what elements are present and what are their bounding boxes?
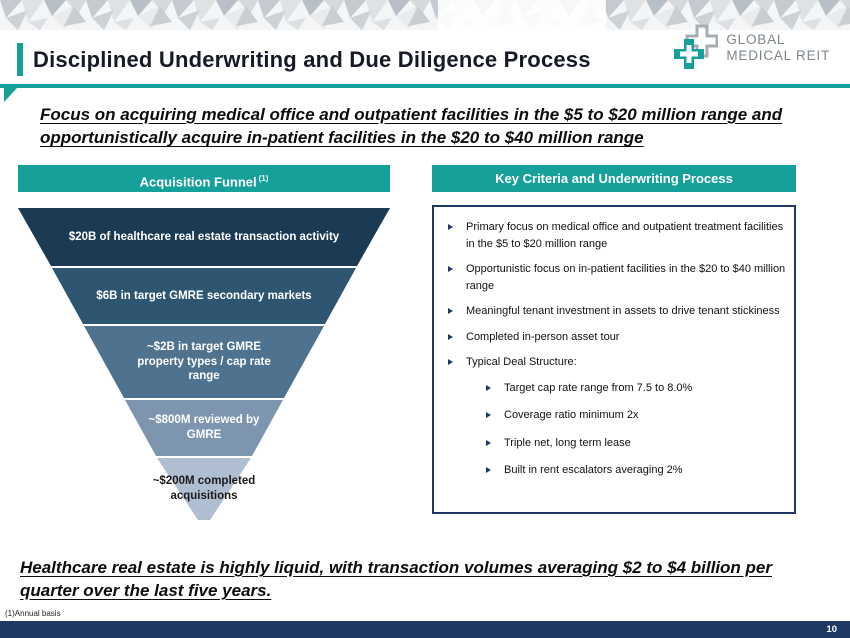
criteria-sub-bullet: Coverage ratio minimum 2x <box>474 407 786 424</box>
funnel-header: Acquisition Funnel(1) <box>18 165 390 192</box>
funnel-tier-3: ~$2B in target GMRE property types / cap… <box>18 326 390 398</box>
key-criteria-column: Key Criteria and Underwriting Process Pr… <box>432 165 796 514</box>
funnel-tier-4-label: ~$800M reviewed by GMRE <box>148 414 260 441</box>
criteria-bullet: Completed in-person asset tour <box>436 329 786 346</box>
criteria-bullet: Meaningful tenant investment in assets t… <box>436 303 786 320</box>
criteria-bullet-text: Completed in-person asset tour <box>466 330 620 343</box>
criteria-box: Primary focus on medical office and outp… <box>432 205 796 514</box>
funnel-tier-1-shape <box>18 208 390 266</box>
funnel-tier-2: $6B in target GMRE secondary markets <box>18 268 390 324</box>
bullet-triangle-icon <box>486 412 491 418</box>
criteria-bullet-text: Primary focus on medical office and outp… <box>466 221 784 250</box>
criteria-bullet: Primary focus on medical office and outp… <box>436 219 786 252</box>
criteria-sub-bullet-text: Triple net, long term lease <box>504 436 631 449</box>
footnote: (1)Annual basis <box>5 609 61 618</box>
deal-structure-sub-list: Target cap rate range from 7.5 to 8.0% C… <box>474 380 786 479</box>
focus-statement: Focus on acquiring medical office and ou… <box>40 105 783 148</box>
logo-line-1: GLOBAL <box>726 32 786 48</box>
page-title: Disciplined Underwriting and Due Diligen… <box>33 46 591 72</box>
bullet-triangle-icon <box>486 439 491 446</box>
rule-arrow-icon <box>4 88 17 102</box>
criteria-bullet-text: Meaningful tenant investment in assets t… <box>466 305 780 317</box>
closing-statement: Healthcare real estate is highly liquid,… <box>20 558 772 600</box>
criteria-bullet: Typical Deal Structure: <box>436 354 786 371</box>
logo-line-2: MEDICAL REIT <box>726 48 830 63</box>
acquisition-funnel-diagram: $20B of healthcare real estate transacti… <box>18 208 390 520</box>
logo-text: GLOBAL MEDICAL REIT <box>726 32 830 63</box>
criteria-bullet-list: Primary focus on medical office and outp… <box>436 219 786 371</box>
bullet-triangle-icon <box>448 266 453 272</box>
criteria-sub-bullet-text: Target cap rate range from 7.5 to 8.0% <box>504 381 693 394</box>
funnel-tier-4: ~$800M reviewed by GMRE <box>18 400 390 456</box>
funnel-tier-2-shape <box>18 268 390 324</box>
funnel-tier-2-label: $6B in target GMRE secondary markets <box>96 289 312 302</box>
bullet-triangle-icon <box>448 359 453 365</box>
criteria-sub-bullet: Built in rent escalators averaging 2% <box>474 462 786 479</box>
criteria-bullet-text: Opportunistic focus on in-patient facili… <box>466 263 786 292</box>
criteria-sub-bullet-text: Coverage ratio minimum 2x <box>504 409 639 421</box>
funnel-tier-3-label: ~$2B in target GMRE property types / cap… <box>137 340 271 383</box>
bullet-triangle-icon <box>448 224 453 230</box>
criteria-header: Key Criteria and Underwriting Process <box>432 165 796 192</box>
funnel-header-label: Acquisition Funnel <box>139 174 257 190</box>
criteria-bullet: Opportunistic focus on in-patient facili… <box>436 261 786 294</box>
funnel-tier-1-label: $20B of healthcare real estate transacti… <box>68 230 340 243</box>
criteria-sub-bullet-text: Built in rent escalators averaging 2% <box>504 464 683 476</box>
bullet-triangle-icon <box>486 384 491 391</box>
bullet-triangle-icon <box>486 467 491 473</box>
criteria-sub-bullet: Triple net, long term lease <box>474 435 786 452</box>
footer-bar: 10 <box>0 621 850 638</box>
top-triangle-pattern <box>0 0 850 30</box>
funnel-tier-5: ~$200M completed acquisitions <box>18 458 390 520</box>
gmre-cross-icon <box>674 24 719 69</box>
acquisition-funnel-column: Acquisition Funnel(1) $20B of healthcare… <box>18 165 390 522</box>
company-logo: GLOBAL MEDICAL REIT <box>668 24 830 72</box>
bullet-triangle-icon <box>448 333 453 340</box>
funnel-tier-5-label: ~$200M completed acquisitions <box>152 475 256 502</box>
funnel-tier-1: $20B of healthcare real estate transacti… <box>18 208 390 266</box>
title-block: Disciplined Underwriting and Due Diligen… <box>17 43 591 76</box>
bullet-triangle-icon <box>448 308 453 314</box>
page-number: 10 <box>826 624 837 635</box>
title-accent-bar <box>17 43 23 76</box>
criteria-bullet-text: Typical Deal Structure: <box>466 356 577 368</box>
funnel-header-footnote-ref: (1) <box>258 174 269 183</box>
criteria-sub-bullet: Target cap rate range from 7.5 to 8.0% <box>474 380 786 397</box>
header-divider-rule <box>0 84 850 88</box>
